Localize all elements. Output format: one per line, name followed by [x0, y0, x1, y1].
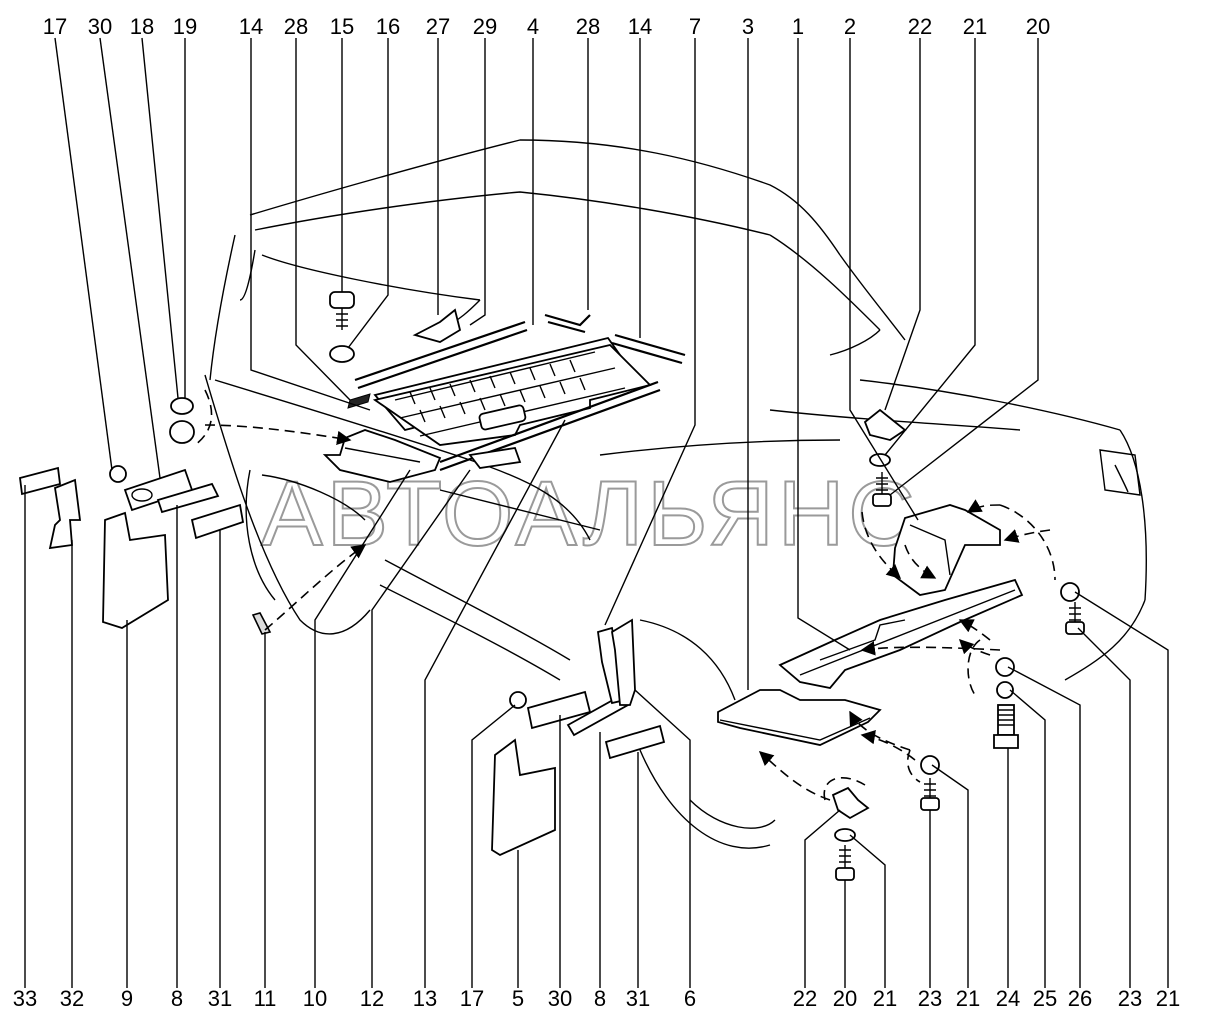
- bracket-10: [322, 429, 442, 483]
- callout-label: 4: [527, 14, 539, 39]
- strip-8-left: [156, 482, 220, 514]
- callout-label: 7: [689, 14, 701, 39]
- callout-labels-top: 17 30 18 19 14 28 15 16 27 29 4 28 14 7 …: [43, 14, 1050, 39]
- screw-23-right: [1065, 602, 1085, 635]
- callout-label: 28: [576, 14, 600, 39]
- washer-16: [329, 345, 355, 363]
- screw-20-upper: [872, 472, 892, 507]
- callout-label: 30: [88, 14, 112, 39]
- callout-label: 16: [376, 14, 400, 39]
- callout-label: 14: [628, 14, 652, 39]
- callout-label: 32: [60, 986, 84, 1011]
- nut-19-lower: [169, 420, 195, 444]
- clip-27: [412, 308, 462, 343]
- callout-label: 30: [548, 986, 572, 1011]
- callout-label: 15: [330, 14, 354, 39]
- bolt-24: [993, 704, 1019, 749]
- callout-label: 8: [594, 986, 606, 1011]
- bracket-22-lower: [831, 786, 870, 820]
- callout-label: 13: [413, 986, 437, 1011]
- callout-label: 28: [284, 14, 308, 39]
- car-body-outline: [204, 139, 1147, 849]
- bolt-15: [329, 291, 355, 330]
- washer-21-mid: [920, 755, 940, 775]
- callout-label: 33: [13, 986, 37, 1011]
- callout-label: 17: [460, 986, 484, 1011]
- callout-label: 23: [918, 986, 942, 1011]
- callout-label: 14: [239, 14, 263, 39]
- leader-lines: [24, 37, 1169, 988]
- callout-label: 27: [426, 14, 450, 39]
- crossmember-1: [778, 578, 1024, 689]
- washer-25: [996, 681, 1014, 699]
- watermark: АВТОАЛЬЯНС: [261, 463, 919, 565]
- washer-21-right: [1060, 582, 1080, 602]
- callout-label: 1: [792, 14, 804, 39]
- callout-label: 5: [512, 986, 524, 1011]
- callout-label: 8: [171, 986, 183, 1011]
- callout-label: 21: [963, 14, 987, 39]
- callout-label: 10: [303, 986, 327, 1011]
- assembly-arrows: [194, 389, 1056, 801]
- clip-11: [251, 612, 272, 635]
- washer-26: [995, 657, 1015, 677]
- callout-label: 22: [793, 986, 817, 1011]
- callout-label: 17: [43, 14, 67, 39]
- callout-label: 18: [130, 14, 154, 39]
- callout-label: 24: [996, 986, 1020, 1011]
- callout-label: 23: [1118, 986, 1142, 1011]
- bracket-32: [48, 478, 82, 550]
- mudflap-9: [102, 511, 169, 629]
- callout-label: 31: [626, 986, 650, 1011]
- callout-label: 26: [1068, 986, 1092, 1011]
- callout-label: 19: [173, 14, 197, 39]
- callout-label: 25: [1033, 986, 1057, 1011]
- callout-label: 31: [208, 986, 232, 1011]
- plate-33: [19, 466, 61, 496]
- washer-21-upper: [869, 453, 891, 467]
- callout-label: 21: [1156, 986, 1180, 1011]
- screw-20-lower: [835, 845, 855, 881]
- callout-label: 22: [908, 14, 932, 39]
- nut-17-left: [109, 465, 127, 483]
- strip-31-front: [604, 724, 666, 760]
- callout-label: 20: [1026, 14, 1050, 39]
- callout-label: 29: [473, 14, 497, 39]
- floor-mat: [372, 336, 652, 446]
- callout-label: 2: [844, 14, 856, 39]
- callout-label: 6: [684, 986, 696, 1011]
- callout-label: 12: [360, 986, 384, 1011]
- mudflap-5: [491, 738, 556, 857]
- callout-label: 21: [956, 986, 980, 1011]
- nut-19-upper: [170, 397, 194, 415]
- screw-23-mid: [920, 778, 940, 811]
- callout-label: 20: [833, 986, 857, 1011]
- callout-labels-bottom: 33 32 9 8 31 11 10 12 13 17 5 30 8 31 6 …: [13, 986, 1180, 1011]
- strip-31-left: [190, 503, 245, 540]
- bracket-22-upper: [863, 408, 907, 441]
- callout-label: 9: [121, 986, 133, 1011]
- callout-label: 21: [873, 986, 897, 1011]
- washer-21-lower: [834, 828, 856, 842]
- guard-6: [611, 618, 636, 706]
- shield-3: [717, 689, 882, 746]
- callout-label: 3: [742, 14, 754, 39]
- callout-label: 11: [254, 986, 277, 1011]
- nut-17-front: [509, 691, 527, 709]
